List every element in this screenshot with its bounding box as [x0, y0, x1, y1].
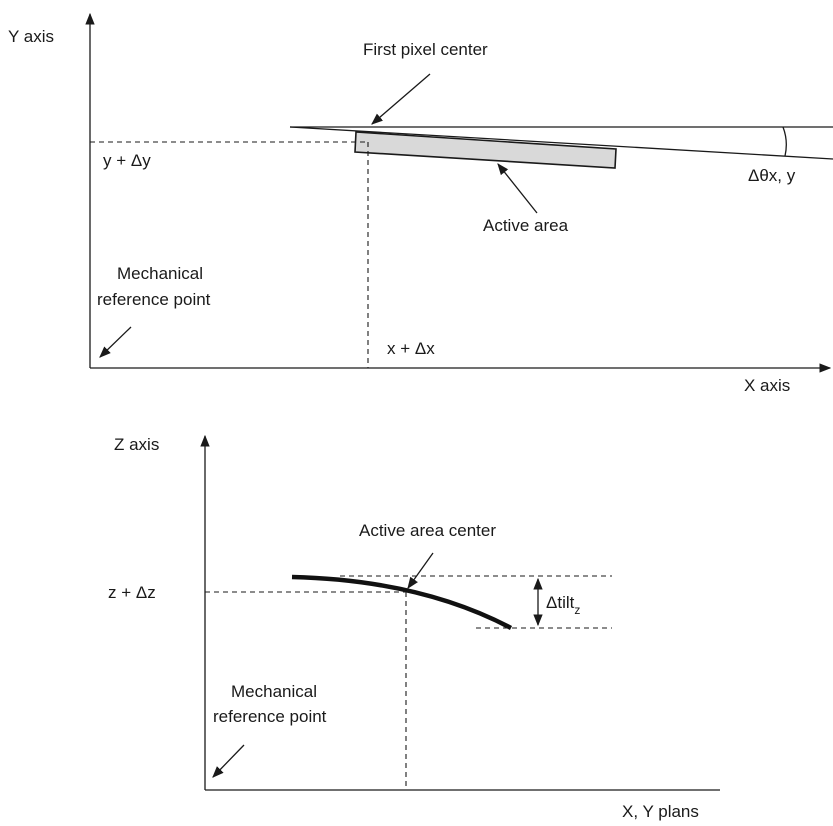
active-area-rectangle	[354, 131, 617, 169]
first-pixel-arrow	[371, 73, 431, 125]
active-area-label: Active area	[483, 216, 569, 235]
bottom-diagram: Z axis X, Y plans Δtiltz z + Δz Active a…	[108, 434, 720, 821]
active-center-label: Active area center	[359, 521, 496, 540]
y-axis-label: Y axis	[8, 27, 54, 46]
mech-ref-arrow	[99, 326, 132, 358]
x-offset-label: x + Δx	[387, 339, 435, 358]
active-center-arrow	[407, 552, 434, 589]
z-axis-label: Z axis	[114, 435, 159, 454]
active-area-curve	[291, 574, 513, 630]
z-offset-label: z + Δz	[108, 583, 156, 602]
mech-ref-line2-bottom: reference point	[213, 707, 327, 726]
tilted-reference-line	[289, 126, 833, 160]
mech-ref-line2: reference point	[97, 290, 211, 309]
first-pixel-label: First pixel center	[363, 40, 488, 59]
xy-plans-label: X, Y plans	[622, 802, 699, 821]
angle-label: Δθx, y	[748, 166, 796, 185]
mech-ref-line1: Mechanical	[117, 264, 203, 283]
mech-ref-arrow-bottom	[212, 744, 245, 778]
active-area-arrow	[497, 163, 538, 214]
mech-ref-line1-bottom: Mechanical	[231, 682, 317, 701]
x-axis-label: X axis	[744, 376, 790, 395]
top-diagram: Y axis X axis y + Δy x + Δx First pixel …	[8, 12, 833, 395]
angle-arc	[782, 126, 787, 157]
y-offset-label: y + Δy	[103, 151, 151, 170]
tilt-label: Δtiltz	[546, 593, 580, 617]
